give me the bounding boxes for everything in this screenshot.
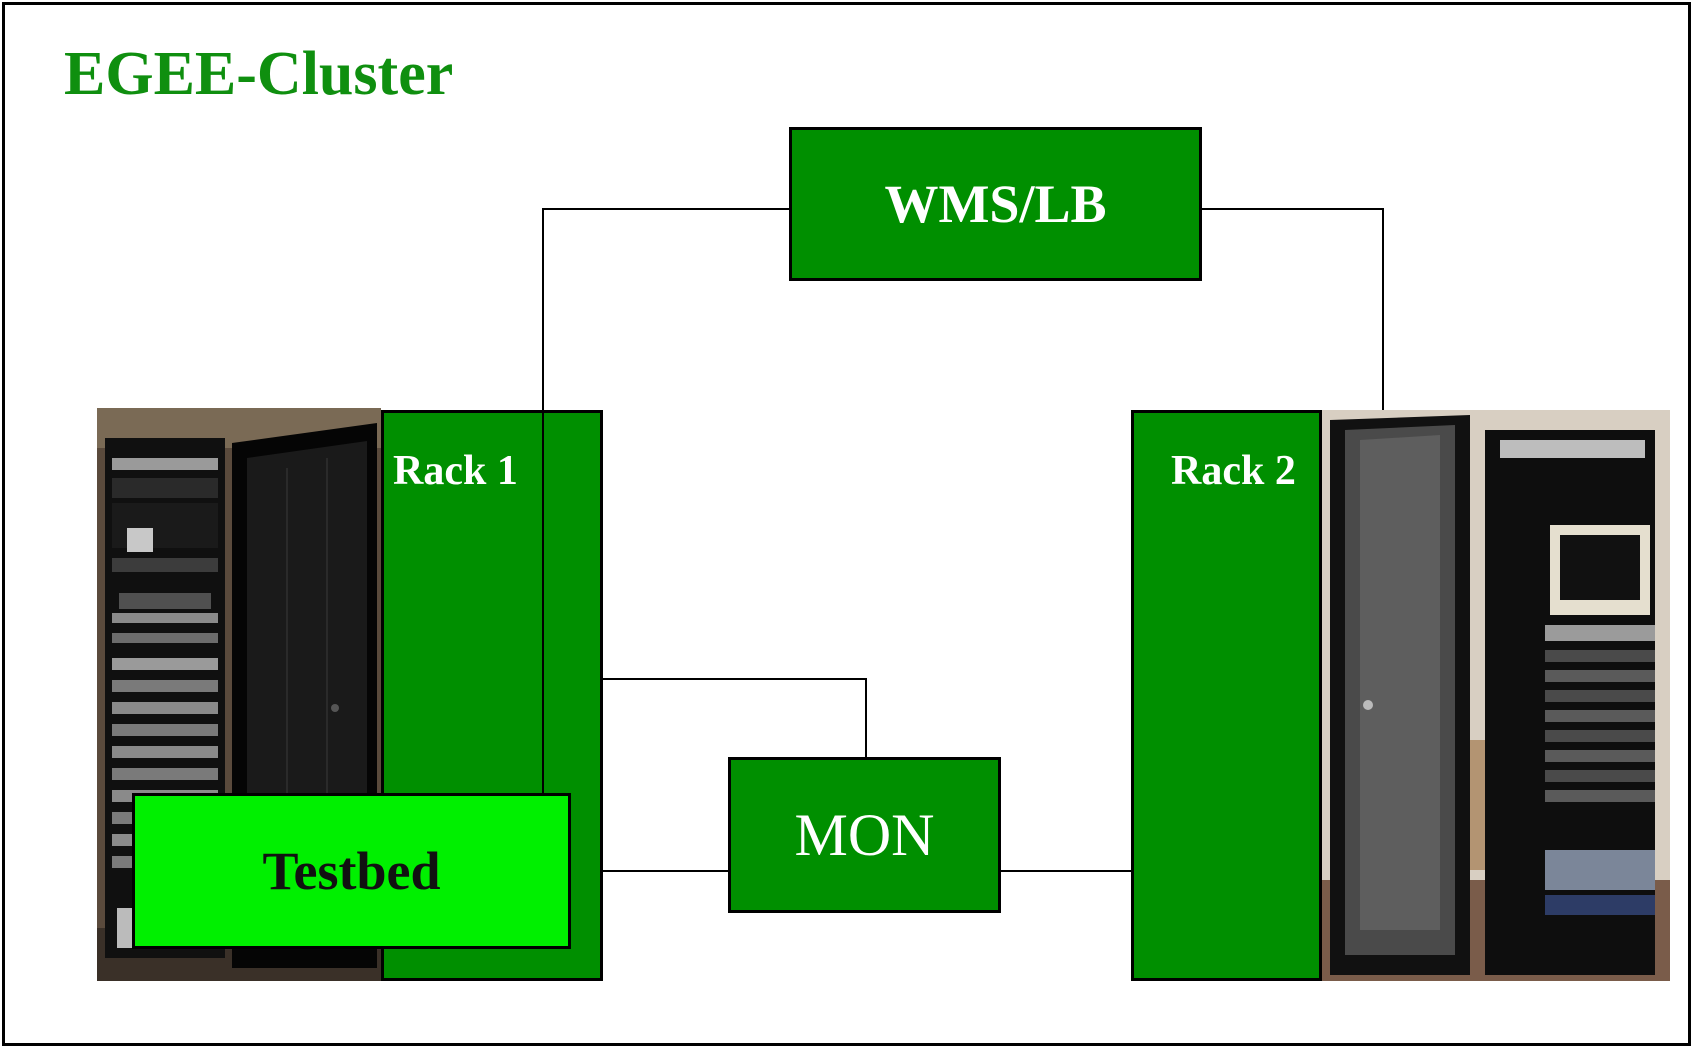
connector-mon-rack2 bbox=[1001, 870, 1131, 872]
connector-wms-left-overlay bbox=[542, 410, 544, 793]
rack2-box bbox=[1131, 410, 1322, 981]
connector-wms-right bbox=[1202, 208, 1384, 210]
testbed-node: Testbed bbox=[132, 793, 571, 949]
testbed-label: Testbed bbox=[262, 841, 441, 901]
connector-rack1-mon-top bbox=[603, 678, 866, 680]
connector-wms-right-drop bbox=[1382, 208, 1384, 411]
diagram-title: EGEE-Cluster bbox=[64, 40, 454, 108]
connector-rack1-mon-drop bbox=[865, 678, 867, 757]
rack2-label: Rack 2 bbox=[1171, 448, 1296, 494]
mon-label: MON bbox=[794, 801, 935, 868]
connector-testbed-mon bbox=[571, 870, 728, 872]
rack2-photo bbox=[1320, 410, 1670, 981]
connector-wms-left bbox=[543, 208, 789, 210]
mon-node: MON bbox=[728, 757, 1001, 913]
rack1-label: Rack 1 bbox=[393, 448, 518, 494]
wms-lb-node: WMS/LB bbox=[789, 127, 1202, 281]
wms-lb-label: WMS/LB bbox=[884, 174, 1107, 234]
